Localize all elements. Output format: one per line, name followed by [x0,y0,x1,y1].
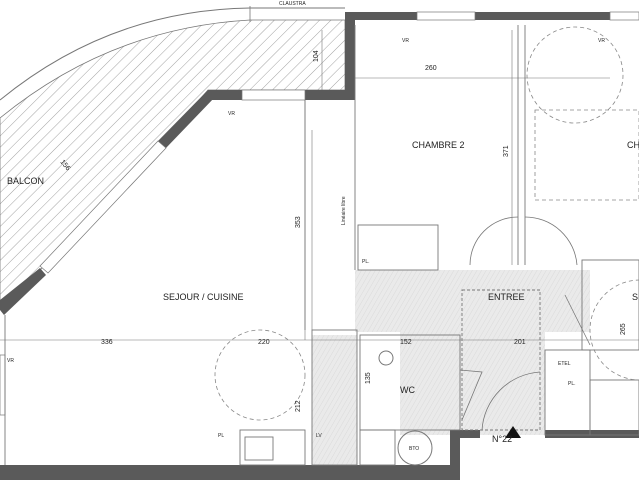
dim-wc-width: 152 [400,339,412,346]
dim-wc-height: 135 [365,372,372,384]
tiled-entree [400,285,545,435]
lineaire-label: Linéaire libre [341,196,347,225]
water-heater-icon [397,430,433,466]
claustra-label: CLAUSTRA [279,1,306,7]
room-label-chambre2: CHAMBRE 2 [412,140,465,150]
dim-sejour-width: 336 [101,339,113,346]
room-label-balcon: BALCON [7,176,44,186]
room-label-wc: WC [400,385,415,395]
entrance-arrow-icon [505,426,521,438]
pl-kitchen-label: PL [218,433,224,439]
partitions [0,25,639,466]
etel-label: ETEL [558,361,571,367]
bto-label: BTO [409,446,419,452]
vr-label-3: VR [598,38,605,44]
room-label-chambre1: CH [627,140,639,150]
dim-kitchen-width: 220 [258,339,270,346]
vr-label-1: VR [228,111,235,117]
turning-circles [214,26,639,421]
lv-label: LV [316,433,322,439]
pl-entree: PL. [568,381,576,387]
dim-chambre2-height: 371 [503,145,510,157]
dim-chambre2-width: 260 [425,65,437,72]
wc-basin-icon [378,350,394,366]
room-label-sdb: S [632,292,638,302]
vr-label-2: VR [402,38,409,44]
door-swings [459,216,591,431]
tiled-kitchen [312,335,357,465]
balcony-railing [0,7,345,101]
dim-sdb-height: 265 [620,323,627,335]
pl-chambre2: PL. [362,259,370,265]
windows [0,11,639,416]
room-label-entree: ENTREE [488,292,525,302]
walls [0,12,639,480]
dim-kitchen-height: 212 [295,400,302,412]
room-label-sejour: SEJOUR / CUISINE [163,292,244,302]
dim-sejour-height: 353 [295,216,302,228]
unit-number: N°22 [492,434,512,444]
dim-balcon-depth: 104 [313,50,320,62]
vr-label-4: VR [7,358,14,364]
dim-entree-width: 201 [514,339,526,346]
